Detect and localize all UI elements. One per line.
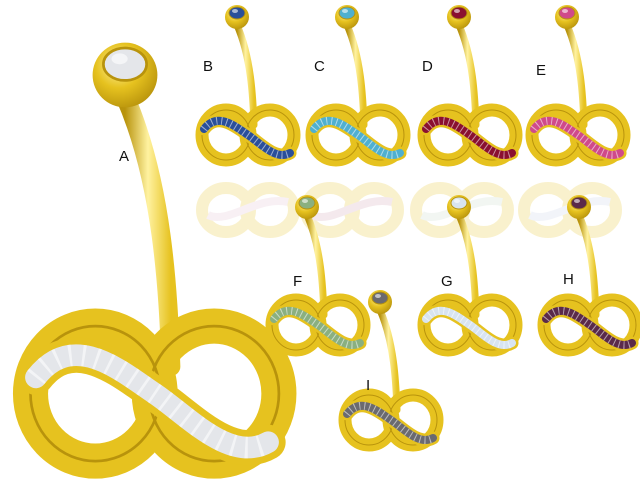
gem bbox=[371, 291, 389, 305]
ring-d bbox=[417, 5, 523, 167]
infinity-charm bbox=[417, 293, 523, 357]
label-b: B bbox=[203, 58, 214, 75]
infinity-charm bbox=[12, 308, 297, 479]
ring-b bbox=[195, 5, 301, 167]
label-a: A bbox=[119, 148, 130, 165]
infinity-charm bbox=[537, 293, 640, 357]
label-i: I bbox=[366, 377, 371, 394]
gem bbox=[558, 6, 576, 20]
gem bbox=[450, 6, 468, 20]
gem bbox=[338, 6, 356, 20]
label-h: H bbox=[563, 271, 574, 288]
infinity-charm bbox=[265, 293, 371, 357]
gem bbox=[450, 196, 468, 210]
label-c: C bbox=[314, 58, 325, 75]
label-g: G bbox=[441, 273, 453, 290]
reflection bbox=[196, 182, 300, 238]
gem bbox=[228, 6, 246, 20]
ring-f bbox=[265, 195, 371, 357]
gem bbox=[570, 196, 588, 210]
ring-h bbox=[537, 195, 640, 357]
label-f: F bbox=[293, 273, 303, 290]
gem bbox=[102, 46, 148, 82]
ring-e bbox=[525, 5, 631, 167]
gem bbox=[298, 196, 316, 210]
reflection bbox=[300, 182, 404, 238]
label-d: D bbox=[422, 58, 433, 75]
infinity-charm bbox=[305, 103, 411, 167]
ring-a bbox=[12, 42, 297, 479]
infinity-charm bbox=[417, 103, 523, 167]
ring-c bbox=[305, 5, 411, 167]
ring-g bbox=[417, 195, 523, 357]
label-e: E bbox=[536, 62, 547, 79]
infinity-charm bbox=[195, 103, 301, 167]
infinity-charm bbox=[525, 103, 631, 167]
infinity-charm bbox=[338, 388, 444, 452]
ring-i bbox=[338, 290, 444, 452]
